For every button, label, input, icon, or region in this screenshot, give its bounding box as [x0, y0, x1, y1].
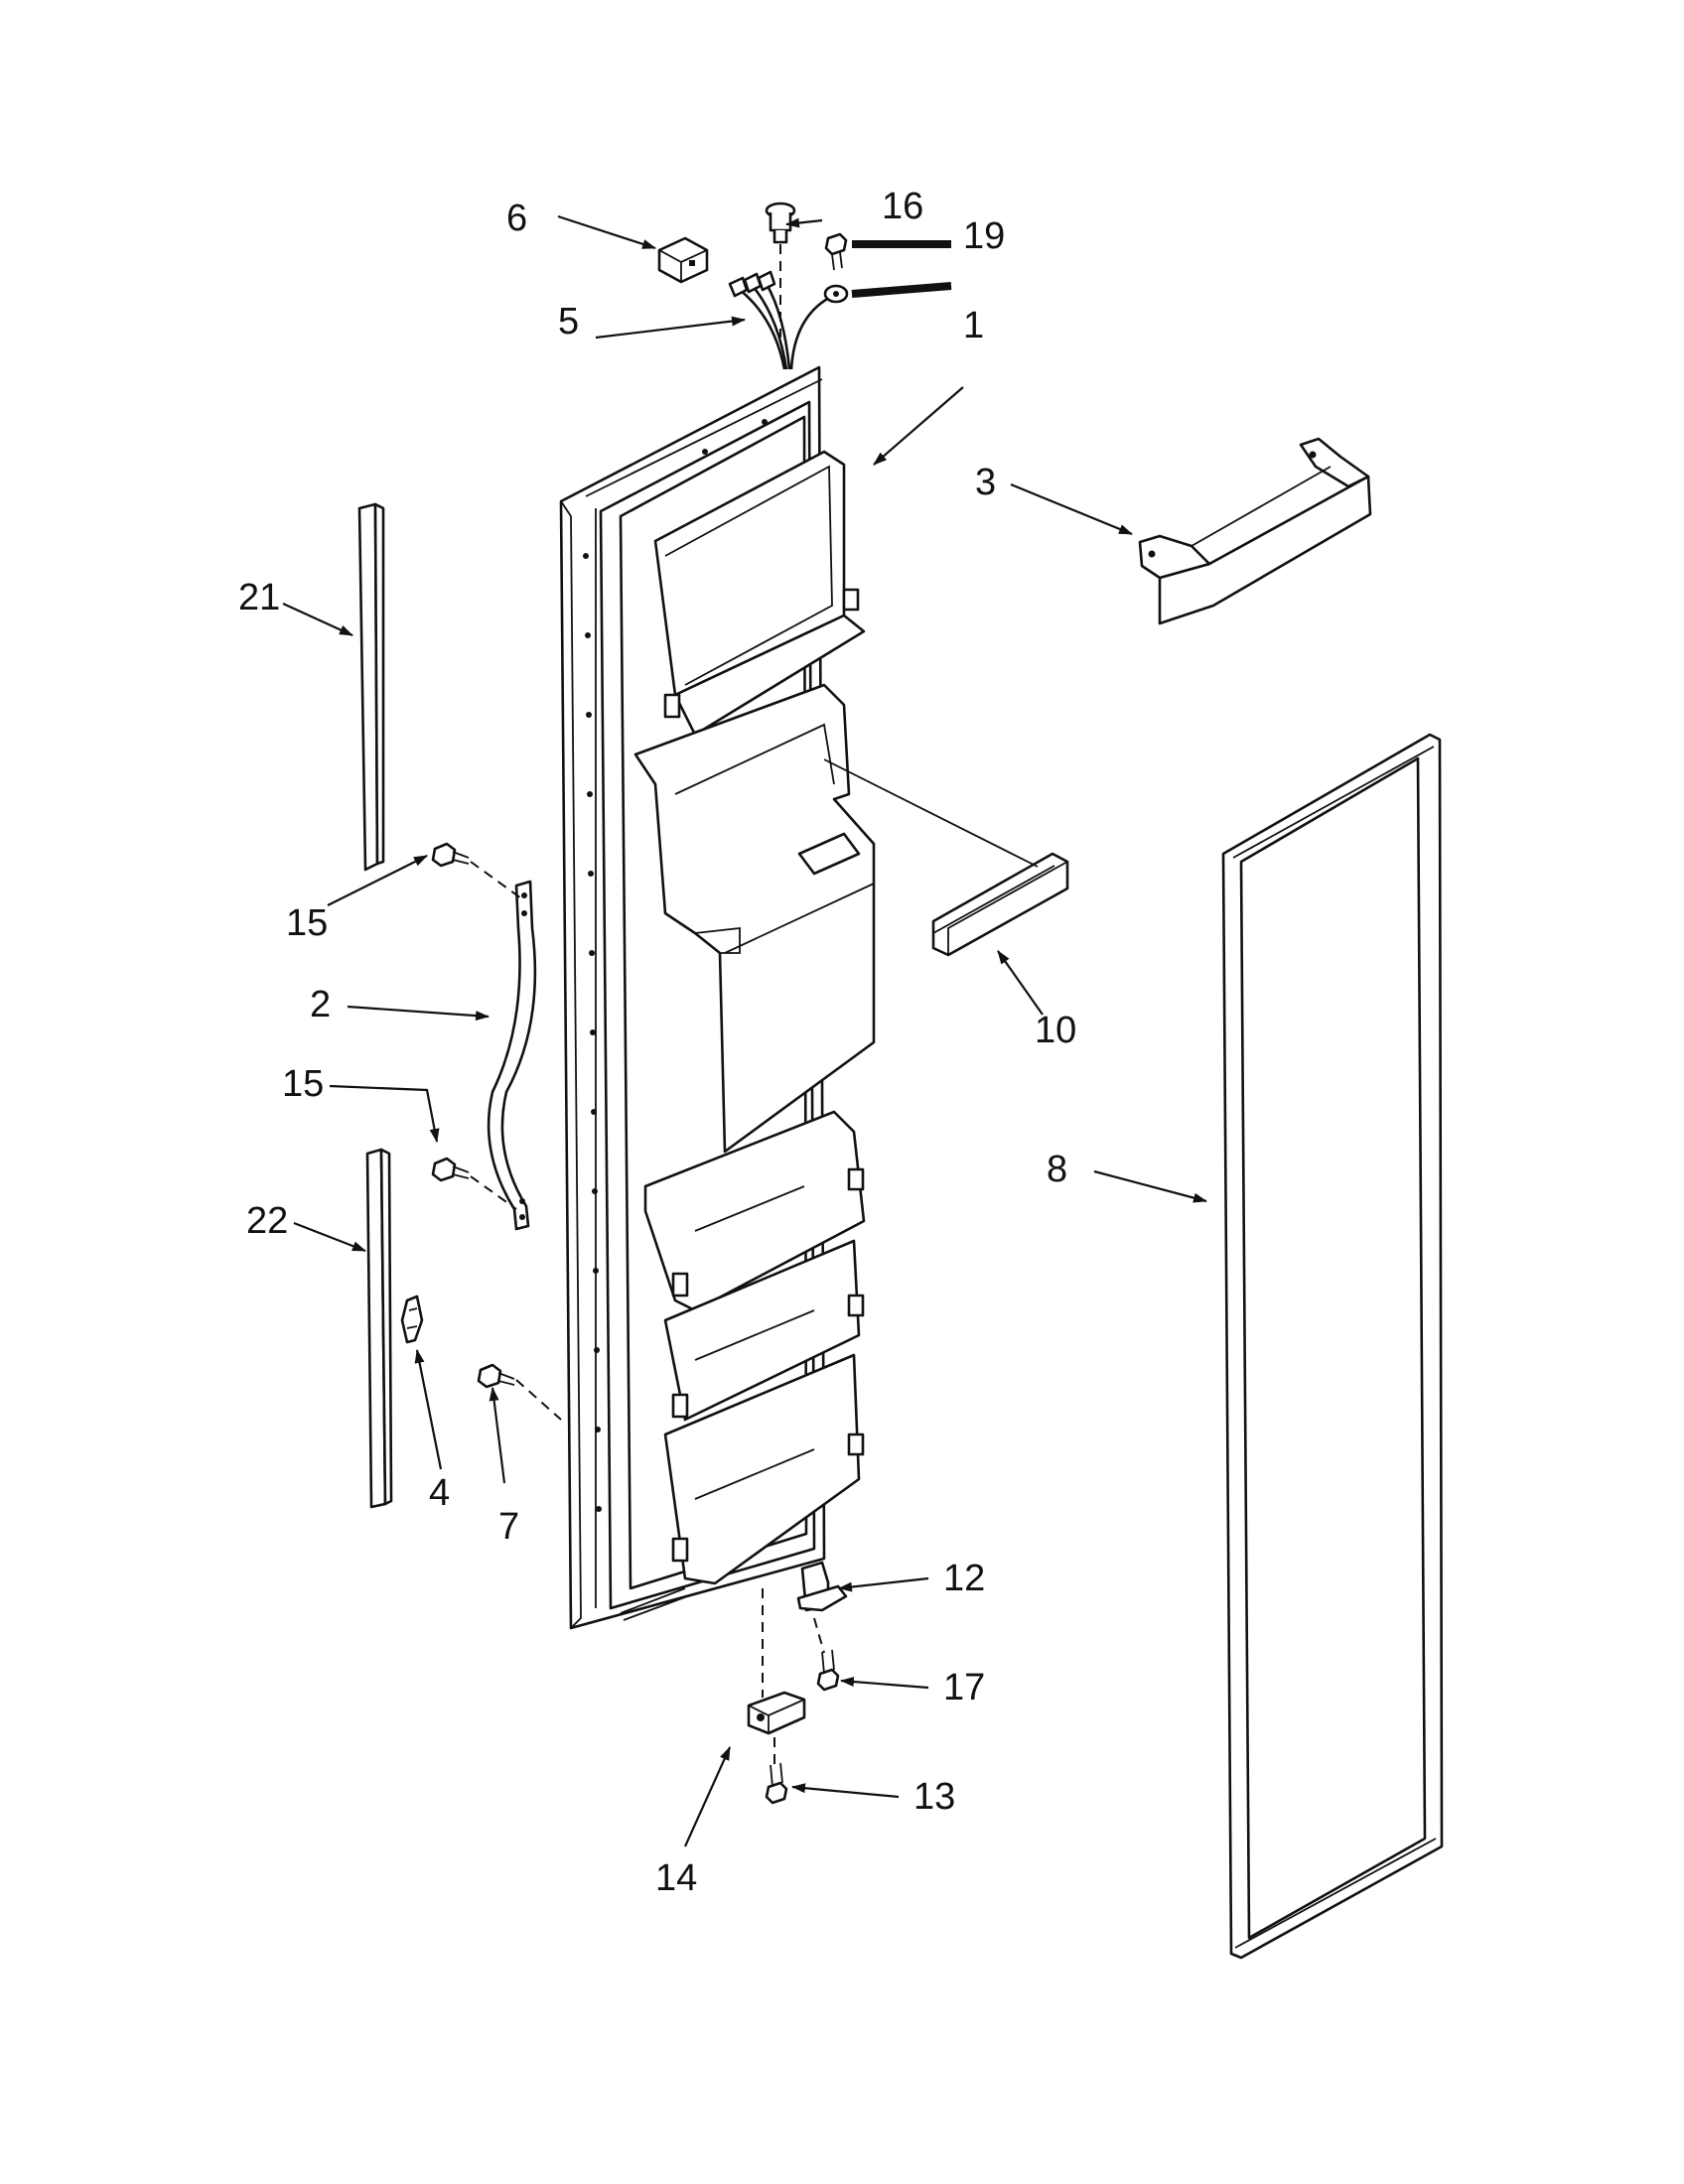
handle-clip — [400, 1295, 424, 1344]
callout-22: 22 — [246, 1200, 288, 1242]
dispenser-channel — [931, 852, 1069, 957]
door-bin — [1138, 437, 1372, 625]
callout-labels: 6 16 19 5 1 3 21 15 2 10 15 8 22 4 7 12 … — [238, 186, 1076, 1899]
callout-13: 13 — [913, 1776, 955, 1818]
callout-12: 12 — [943, 1558, 985, 1599]
callout-7: 7 — [498, 1506, 519, 1548]
lower-hinge — [796, 1561, 848, 1612]
screw-15-lower — [431, 1157, 470, 1182]
leader-lines — [282, 214, 1207, 1847]
callout-17: 17 — [943, 1667, 985, 1708]
hinge-bracket — [747, 1691, 806, 1735]
trim-strip-lower — [365, 1148, 393, 1509]
callout-15-lower: 15 — [282, 1063, 324, 1105]
callout-1: 1 — [963, 305, 984, 346]
callout-10: 10 — [1035, 1010, 1076, 1051]
door-screw-holes — [583, 419, 768, 1512]
screw-17 — [816, 1649, 840, 1692]
door-panel — [559, 365, 876, 1630]
door-gasket — [1221, 733, 1444, 1960]
callout-21: 21 — [238, 577, 280, 618]
assembly-lines — [470, 244, 1039, 1765]
callout-5: 5 — [558, 301, 579, 342]
callout-4: 4 — [429, 1472, 450, 1514]
callout-15-upper: 15 — [286, 902, 328, 944]
screw-13 — [765, 1762, 788, 1805]
wire-harness — [728, 270, 849, 370]
callout-19: 19 — [963, 215, 1005, 257]
callout-6: 6 — [506, 198, 527, 239]
trim-strip-upper — [357, 502, 385, 872]
callout-8: 8 — [1047, 1149, 1067, 1190]
screw-7 — [477, 1363, 515, 1389]
callout-14: 14 — [655, 1857, 697, 1899]
screw-19 — [824, 232, 848, 271]
wire-connector — [657, 236, 709, 284]
callout-3: 3 — [975, 462, 996, 503]
callout-2: 2 — [310, 984, 331, 1025]
callout-16: 16 — [882, 186, 923, 227]
screw-15-upper — [431, 842, 470, 868]
door-handle — [487, 880, 537, 1231]
